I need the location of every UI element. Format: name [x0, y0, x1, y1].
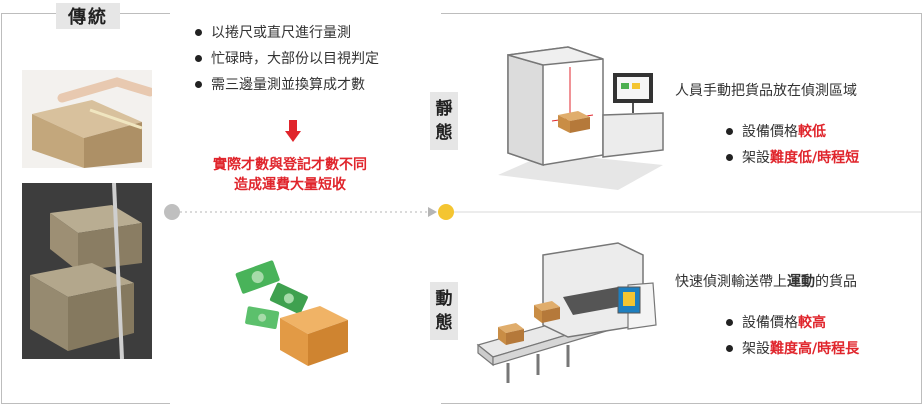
bullet-emphasis: 難度高/時程長 — [770, 341, 860, 357]
bullet-dot — [726, 318, 733, 326]
list-item: 以捲尺或直尺進行量測 — [195, 19, 379, 45]
money-box-icon — [235, 260, 348, 366]
traditional-bullet-list: 以捲尺或直尺進行量測 忙碌時，大部份以目視判定 需三邊量測並換算成才數 — [195, 19, 379, 97]
dynamic-description: 快速偵測輸送帶上運動的貨品 — [675, 271, 857, 291]
static-bullet-list: 設備價格較低 架設難度低/時程短 — [726, 118, 859, 170]
bullet-text: 設備價格 — [742, 124, 798, 140]
bullet-dot — [726, 344, 733, 352]
bullet-text: 忙碌時，大部份以目視判定 — [211, 51, 379, 67]
label-traditional: 傳統 — [56, 3, 120, 29]
desc-emphasis: 運動 — [787, 274, 815, 290]
static-measuring-station-icon — [498, 46, 664, 190]
list-item: 架設難度低/時程短 — [726, 144, 859, 170]
timeline-dot-traditional — [164, 204, 180, 220]
label-char: 態 — [435, 313, 453, 333]
list-item: 設備價格較高 — [726, 309, 859, 335]
label-dynamic: 動 態 — [430, 282, 458, 340]
warning-text: 實際才數與登記才數不同 造成運費大量短收 — [190, 155, 390, 195]
list-item: 忙碌時，大部份以目視判定 — [195, 45, 379, 71]
dynamic-conveyor-station-icon — [476, 242, 657, 383]
down-arrow-icon — [285, 120, 301, 142]
bullet-dot — [726, 153, 733, 161]
photo-warehouse-boxes — [22, 183, 152, 359]
bullet-dot — [195, 54, 202, 62]
label-static: 靜 態 — [430, 92, 458, 150]
bullet-emphasis: 難度低/時程短 — [770, 150, 860, 166]
bullet-emphasis: 較低 — [798, 124, 826, 140]
bullet-text: 需三邊量測並換算成才數 — [211, 77, 365, 93]
list-item: 需三邊量測並換算成才數 — [195, 71, 379, 97]
timeline-dot-new — [438, 204, 454, 220]
warning-line-2: 造成運費大量短收 — [234, 177, 346, 193]
dynamic-bullet-list: 設備價格較高 架設難度高/時程長 — [726, 309, 859, 361]
bullet-emphasis: 較高 — [798, 315, 826, 331]
label-char: 動 — [435, 289, 453, 309]
bullet-text: 以捲尺或直尺進行量測 — [211, 25, 351, 41]
bullet-dot — [195, 80, 202, 88]
bullet-text: 設備價格 — [742, 315, 798, 331]
static-description: 人員手動把貨品放在偵測區域 — [675, 83, 857, 99]
label-char: 態 — [435, 123, 453, 143]
photo-measuring-box — [22, 70, 152, 168]
desc-suffix: 的貨品 — [815, 274, 857, 290]
bullet-dot — [726, 127, 733, 135]
list-item: 架設難度高/時程長 — [726, 335, 859, 361]
label-char: 靜 — [435, 99, 453, 119]
bullet-text: 架設 — [742, 341, 770, 357]
bullet-dot — [195, 28, 202, 36]
bullet-text: 架設 — [742, 150, 770, 166]
arrowhead-icon — [428, 207, 437, 217]
list-item: 設備價格較低 — [726, 118, 859, 144]
desc-prefix: 快速偵測輸送帶上 — [675, 274, 787, 290]
warning-line-1: 實際才數與登記才數不同 — [213, 157, 367, 173]
